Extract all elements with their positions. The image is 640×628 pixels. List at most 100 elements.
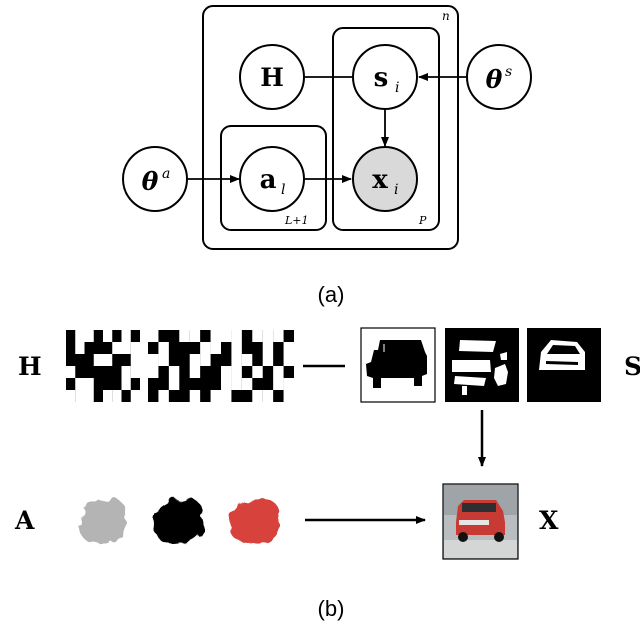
pattern-cell [66, 366, 76, 378]
node-theta-a-superscript: a [162, 166, 170, 182]
pattern-cell [168, 366, 180, 378]
plate-n-label: n [442, 9, 450, 23]
pattern-cell [210, 342, 221, 354]
pattern-cell [168, 378, 180, 390]
pattern-cell [283, 354, 294, 366]
pattern-cell [189, 354, 201, 366]
car-outline-mask [527, 328, 601, 402]
pattern-cell [103, 390, 113, 402]
car-parts-mask [445, 328, 519, 402]
pattern-cell [148, 354, 159, 366]
pattern-cell [75, 378, 85, 390]
pattern-cell [121, 342, 131, 354]
pattern-cell [231, 354, 242, 366]
label-A: A [14, 506, 35, 535]
label-H: H [18, 352, 42, 381]
node-H-symbol: H [260, 63, 284, 92]
pattern-cell [262, 330, 274, 342]
pattern-cell [273, 378, 284, 390]
plate-n [202, 5, 459, 250]
pattern-cell [103, 354, 113, 366]
plate-P [332, 27, 440, 231]
pattern-cell [252, 390, 263, 402]
car-silhouette-mask [360, 327, 436, 403]
pattern-cell [179, 330, 190, 342]
pattern-cell [158, 354, 169, 366]
node-H: H [239, 44, 305, 110]
node-a: a l [239, 146, 305, 212]
pattern-cell [66, 390, 76, 402]
node-a-symbol: a [260, 165, 277, 195]
pattern-cell [121, 330, 131, 342]
label-X: X [539, 506, 559, 535]
node-theta-a-symbol: θ [142, 167, 159, 196]
pattern-cell [231, 366, 242, 378]
red-swatch [229, 499, 280, 544]
pattern-cell [200, 342, 211, 354]
pattern-cell [221, 366, 232, 378]
pattern-cell [148, 366, 159, 378]
pattern-cell [121, 366, 131, 378]
node-x-subscript: i [394, 182, 398, 198]
pattern-cell [84, 390, 94, 402]
pattern-cell [75, 330, 85, 342]
gray-swatch [79, 499, 126, 544]
pattern-cell [252, 366, 263, 378]
node-s-symbol: s [374, 63, 389, 93]
pattern-cell [262, 354, 274, 366]
node-s-subscript: i [395, 80, 399, 96]
pattern-cell [93, 354, 103, 366]
plate-L-label: L+1 [284, 214, 309, 227]
pattern-cell [221, 378, 232, 390]
pattern-cell [112, 390, 122, 402]
pattern-cell [75, 390, 85, 402]
pattern-cell [75, 342, 85, 354]
pattern-cell [221, 390, 232, 402]
pattern-cell [241, 354, 253, 366]
pattern-cell [130, 390, 140, 402]
pattern-cell [84, 378, 94, 390]
pattern-cell [158, 342, 169, 354]
label-S: S [624, 352, 640, 381]
pattern-cell [189, 366, 201, 378]
pattern-cell [103, 330, 113, 342]
pattern-cell [273, 366, 284, 378]
pattern-cell [210, 390, 221, 402]
plate-P-label: P [418, 214, 427, 227]
pattern-cell [189, 330, 201, 342]
pattern-cell [231, 378, 242, 390]
node-theta-s: θ s [466, 44, 532, 110]
caption-b: (b) [318, 596, 345, 621]
pattern-cell [283, 342, 294, 354]
pattern-cell [283, 378, 294, 390]
pattern-cell [241, 378, 253, 390]
pattern-cell [210, 330, 221, 342]
pattern-cell [273, 330, 284, 342]
node-theta-s-symbol: θ [486, 65, 503, 94]
pattern-cell [112, 342, 122, 354]
pattern-cell [200, 354, 211, 366]
pattern-cell [283, 390, 294, 402]
node-theta-s-superscript: s [505, 64, 512, 80]
pattern-cell [130, 342, 140, 354]
node-s: s i [352, 44, 418, 110]
pattern-cell [262, 390, 274, 402]
plate-L [220, 125, 327, 231]
pattern-cell [84, 330, 94, 342]
binary-pattern-large [148, 330, 294, 402]
binary-pattern-small [66, 330, 140, 402]
black-swatch [153, 499, 204, 544]
pattern-cell [189, 390, 201, 402]
node-theta-a: θ a [122, 146, 188, 212]
graphical-model: n P L+1 H s i θ s θ a [122, 5, 532, 250]
pattern-cell [130, 366, 140, 378]
pattern-cell [221, 330, 232, 342]
pattern-cell [121, 378, 131, 390]
node-x: x i [352, 146, 418, 212]
pattern-cell [148, 330, 159, 342]
node-x-symbol: x [372, 165, 388, 195]
pattern-cell [158, 390, 169, 402]
pattern-cell [231, 330, 242, 342]
pattern-cell [252, 330, 263, 342]
